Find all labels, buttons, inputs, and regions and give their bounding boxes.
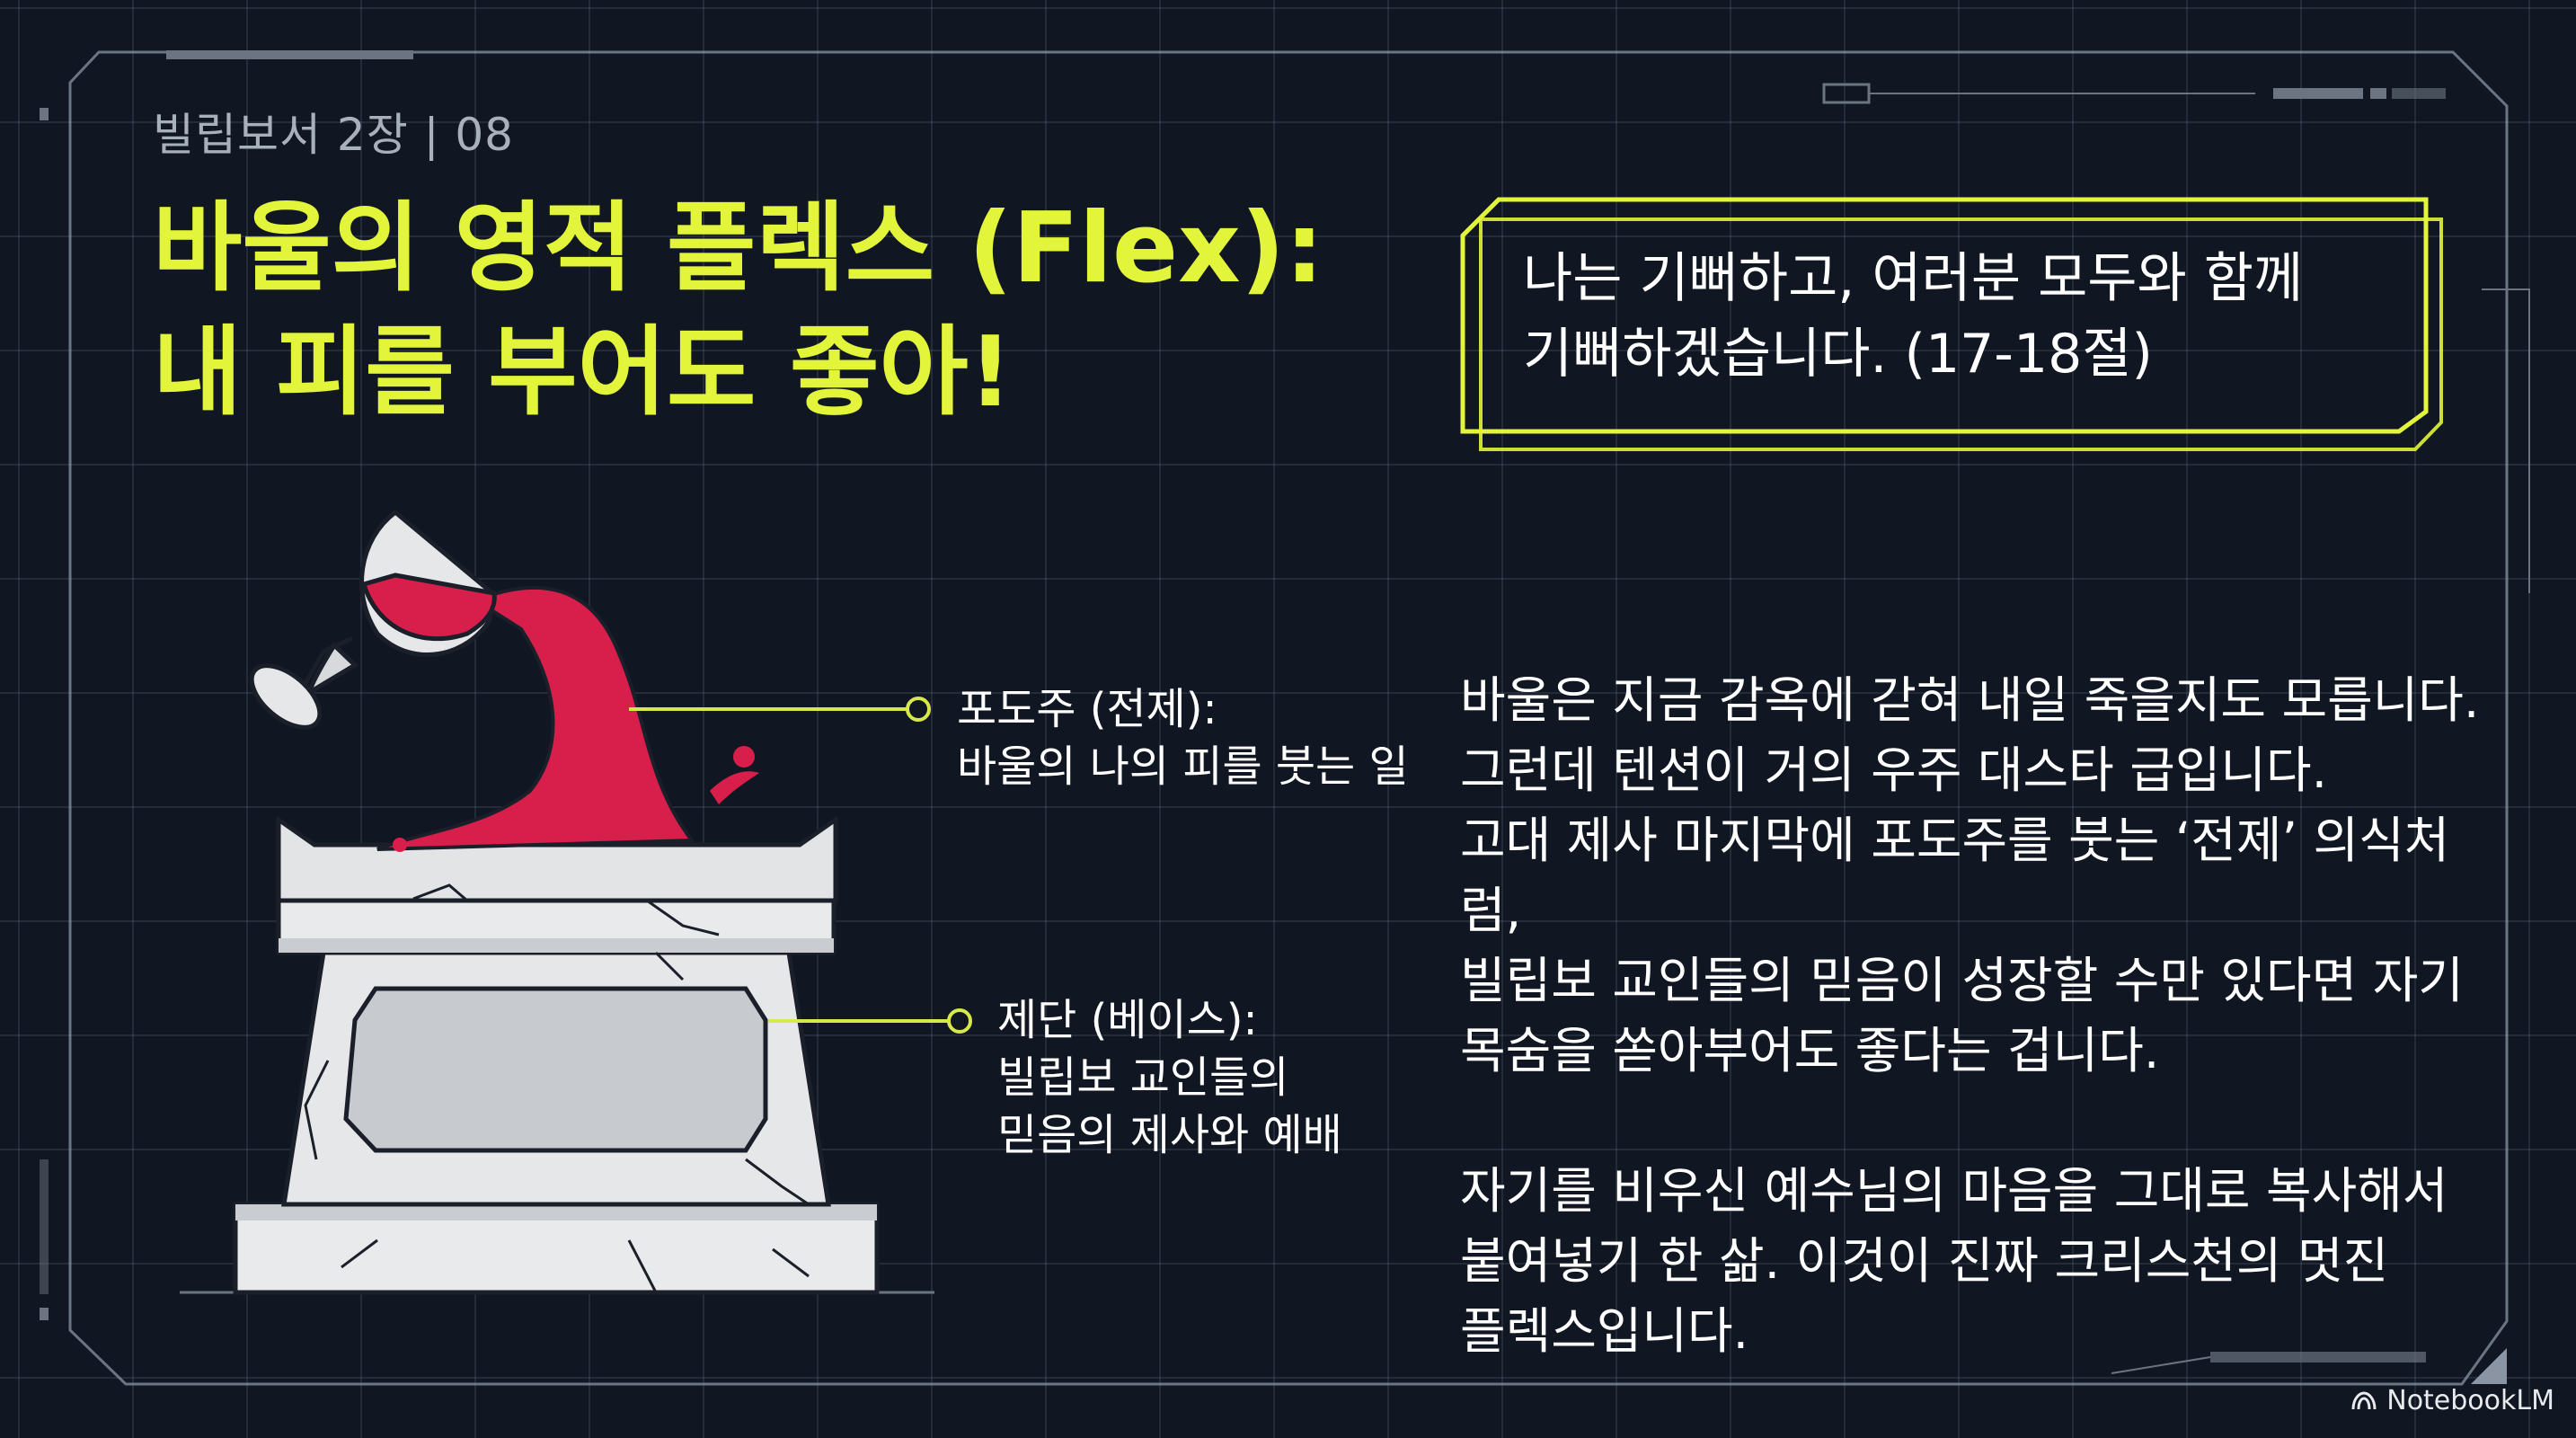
brand-label: NotebookLM	[2386, 1385, 2554, 1416]
altar-top	[276, 815, 838, 903]
wine-stream	[376, 585, 695, 851]
wine-callout: 포도주 (전제): 바울의 나의 피를 붓는 일	[957, 680, 1409, 795]
slide-title: 바울의 영적 플렉스 (Flex): 내 피를 부어도 좋아!	[153, 187, 1411, 435]
notebooklm-logo-icon	[2351, 1390, 2377, 1409]
body-line: 붙여넣기 한 삶. 이것이 진짜 크리스천의 멋진	[1460, 1232, 2389, 1290]
body-text: 바울은 지금 감옥에 갇혀 내일 죽을지도 모릅니다. 그런데 텐션이 거의 우…	[1460, 665, 2493, 1366]
quote-box: 나는 기뻐하고, 여러분 모두와 함께 기뻐하겠습니다. (17-18절)	[1523, 241, 2421, 392]
altar-callout-title: 제단 (베이스):	[997, 995, 1258, 1045]
quote-line-1: 나는 기뻐하고, 여러분 모두와 함께	[1523, 247, 2304, 310]
body-paragraph-2: 자기를 비우신 예수님의 마음을 그대로 복사해서 붙여넣기 한 삶. 이것이 …	[1460, 1156, 2493, 1366]
altar-callout: 제단 (베이스): 빌립보 교인들의 믿음의 제사와 예배	[997, 991, 1342, 1164]
quote-line-2: 기뻐하겠습니다. (17-18절)	[1523, 323, 2153, 386]
body-line: 고대 제사 마지막에 포도주를 붓는 ‘전제’ 의식처럼,	[1460, 812, 2450, 939]
chalice	[249, 509, 497, 730]
body-line: 자기를 비우신 예수님의 마음을 그대로 복사해서	[1460, 1162, 2448, 1220]
body-line: 바울은 지금 감옥에 갇혀 내일 죽을지도 모릅니다.	[1460, 671, 2480, 729]
altar-callout-desc-2: 믿음의 제사와 예배	[997, 1110, 1342, 1160]
altar-callout-desc-1: 빌립보 교인들의	[997, 1052, 1289, 1103]
chapter-label: 빌립보서 2장 | 08	[153, 109, 514, 161]
body-line: 목숨을 쏟아부어도 좋다는 겁니다.	[1460, 1022, 2160, 1079]
body-line: 그런데 텐션이 거의 우주 대스타 급입니다.	[1460, 741, 2328, 799]
notebooklm-brand: NotebookLM	[2350, 1385, 2554, 1416]
title-line-1: 바울의 영적 플렉스 (Flex):	[153, 192, 1324, 305]
wine-callout-title: 포도주 (전제):	[957, 684, 1217, 734]
body-line: 빌립보 교인들의 믿음이 성장할 수만 있다면 자기	[1460, 952, 2464, 1009]
wine-callout-desc: 바울의 나의 피를 붓는 일	[957, 741, 1409, 792]
title-line-2: 내 피를 부어도 좋아!	[153, 316, 1013, 429]
body-paragraph-1: 바울은 지금 감옥에 갇혀 내일 죽을지도 모릅니다. 그런데 텐션이 거의 우…	[1460, 665, 2493, 1086]
altar-panel	[343, 986, 768, 1153]
body-line: 플렉스입니다.	[1460, 1302, 1749, 1360]
